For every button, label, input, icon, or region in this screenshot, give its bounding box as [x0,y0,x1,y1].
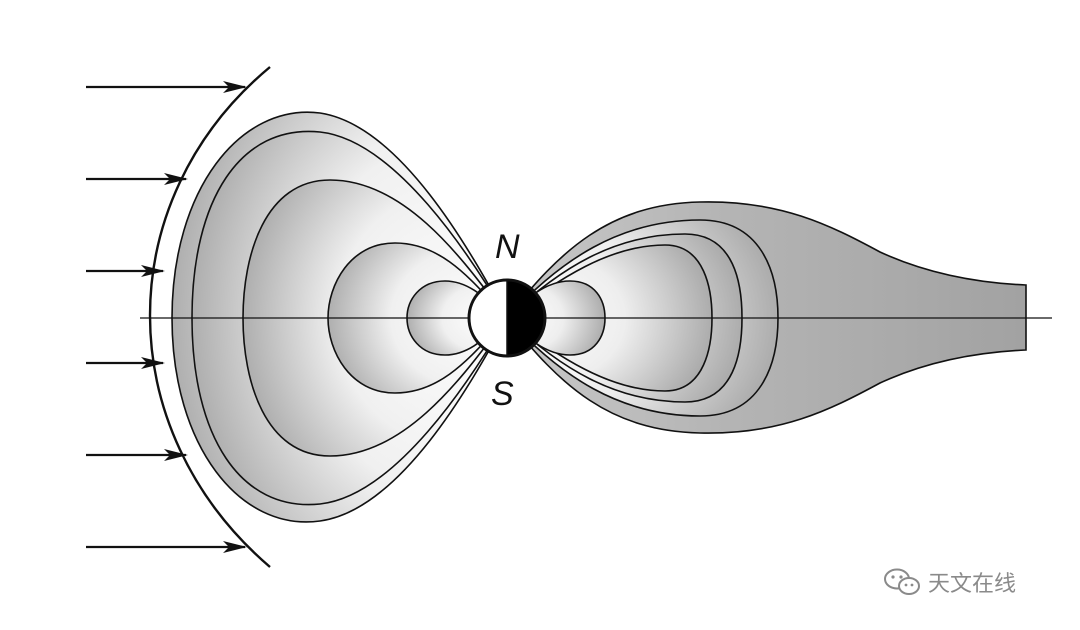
earth [467,278,547,358]
watermark: 天文在线 [882,566,1016,598]
earth-outline [467,278,547,358]
wechat-icon [884,568,920,595]
earth-night-side [507,280,545,356]
watermark-text: 天文在线 [928,572,1017,597]
bow-shock [148,66,271,568]
solar-wind-arrows [86,81,247,553]
north-pole-label: N [495,228,520,266]
south-pole-label: S [491,375,514,413]
dayside-field-lines [171,111,509,523]
